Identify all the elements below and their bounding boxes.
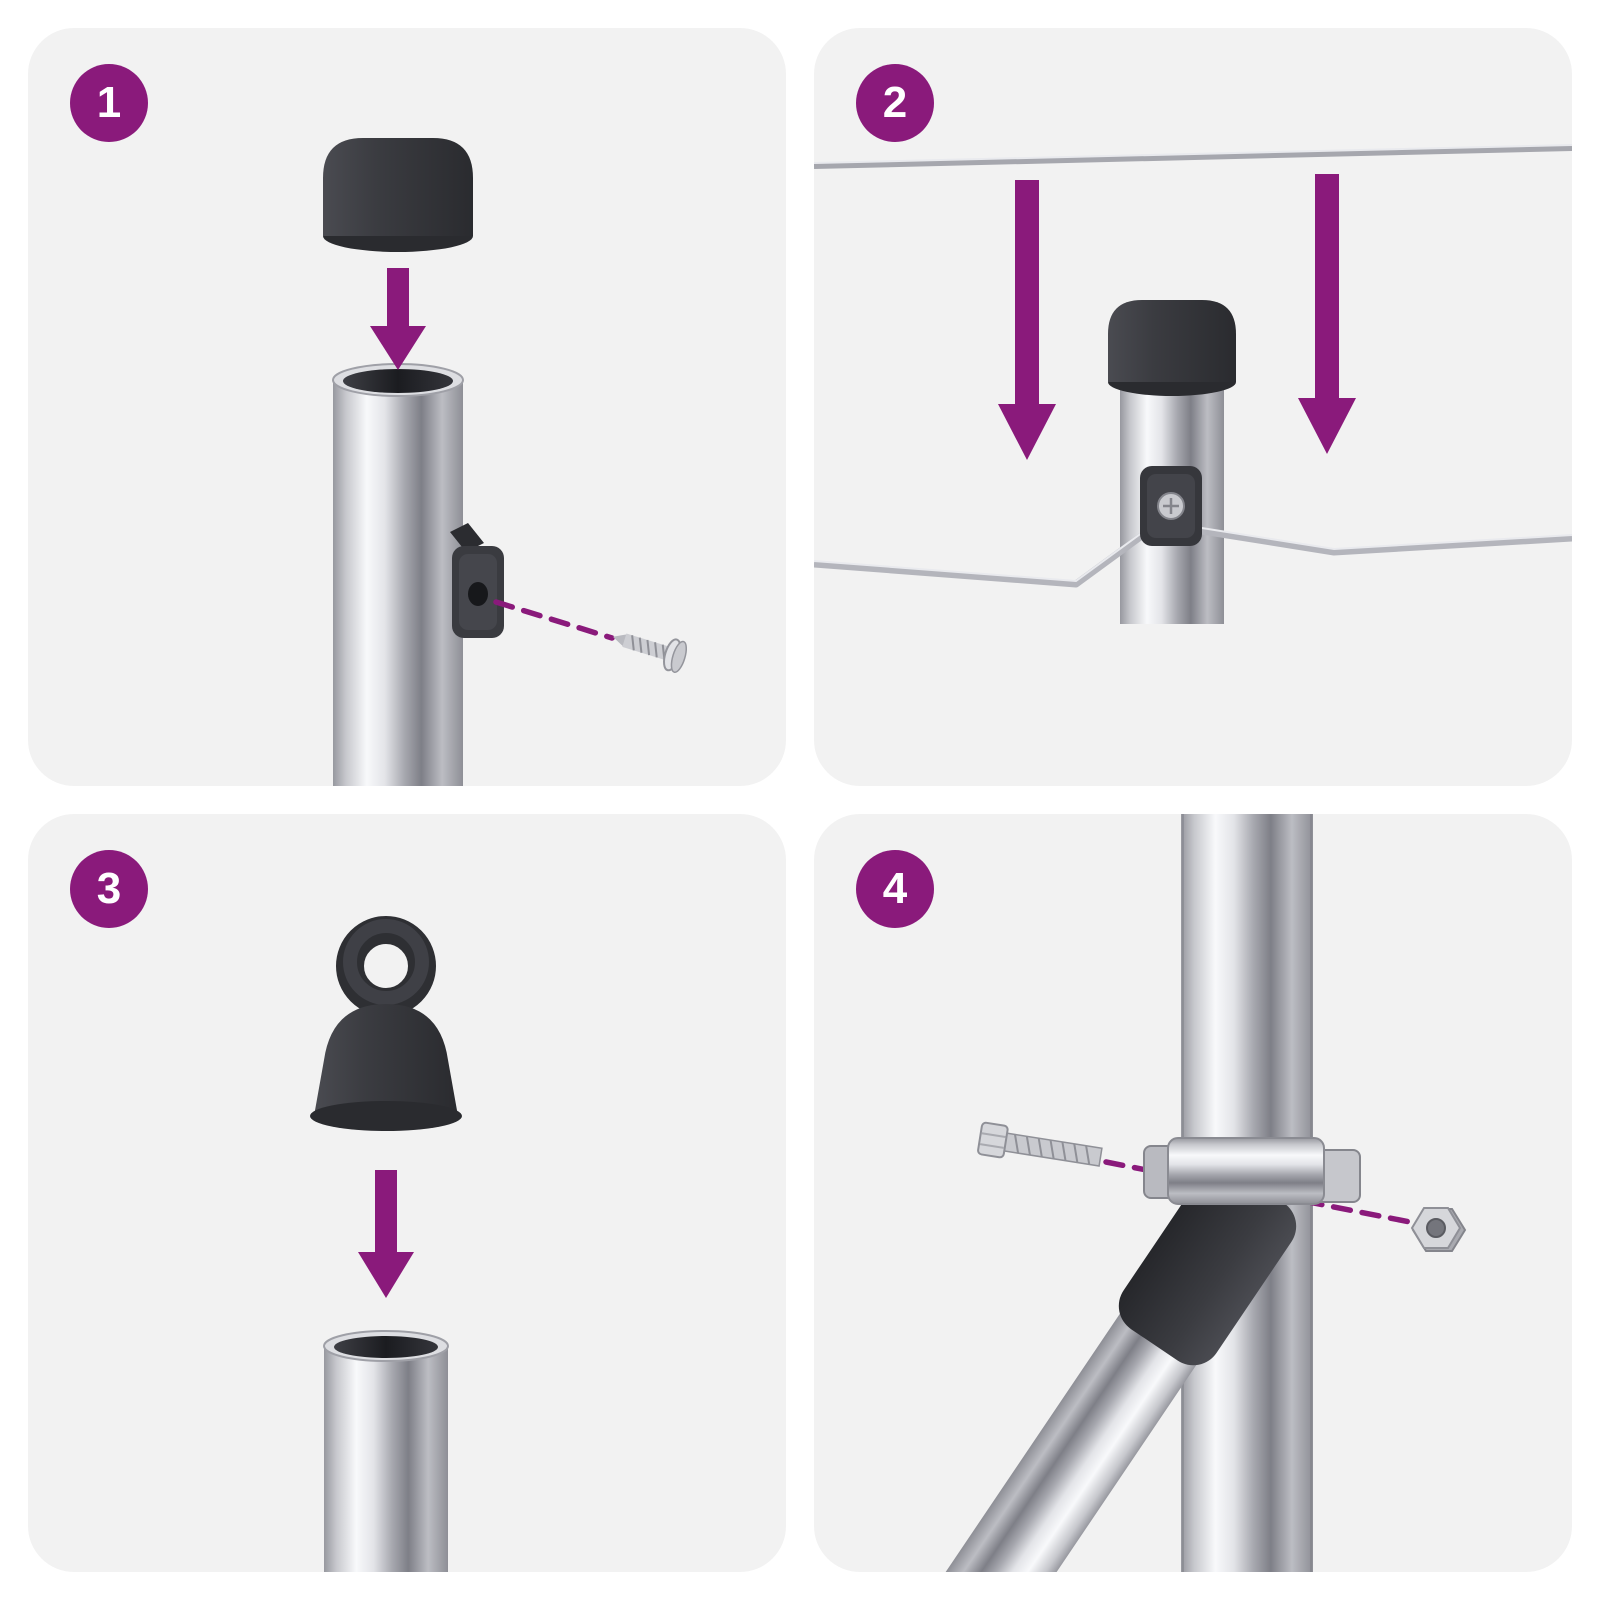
step-number-badge: 2: [856, 64, 934, 142]
arrow-down-icon: [370, 268, 426, 370]
panel-step-4: 4: [814, 814, 1572, 1572]
steel-post: [323, 1330, 449, 1572]
round-post-cap-icon: [1108, 300, 1236, 396]
wire-clip: [450, 523, 504, 638]
steel-post: [332, 363, 464, 786]
step-number-badge: 4: [856, 850, 934, 928]
illustration-step-4: [893, 814, 1467, 1572]
round-post-cap-icon: [323, 138, 473, 252]
wire-clip: [1140, 466, 1202, 546]
hex-nut-icon: [1410, 1207, 1467, 1252]
panel-step-3: 3: [28, 814, 786, 1572]
panel-step-2: 2: [814, 28, 1572, 786]
brace-elbow-fitting: [1118, 1166, 1297, 1366]
arrow-down-icon: [998, 180, 1056, 460]
step-number: 3: [96, 864, 122, 913]
step-number: 1: [96, 78, 122, 127]
pipe-clamp: [1143, 1137, 1361, 1205]
panel-step-1: 1: [28, 28, 786, 786]
step-number: 2: [882, 78, 908, 127]
step-number-badge: 1: [70, 64, 148, 142]
self-drilling-screw-icon: [612, 633, 688, 674]
illustration-step-3: [310, 916, 462, 1572]
arrow-down-icon: [358, 1170, 414, 1298]
tension-wire-top: [814, 144, 1572, 169]
dashed-guide-line: [493, 599, 615, 641]
illustration-step-1: [323, 138, 688, 786]
step-number-badge: 3: [70, 850, 148, 928]
hex-bolt-icon: [977, 1121, 1103, 1167]
arrow-down-icon: [1298, 174, 1356, 454]
step-number: 4: [882, 864, 908, 913]
eyelet-brace-cap-icon: [310, 916, 462, 1131]
illustration-step-2: [814, 144, 1572, 624]
